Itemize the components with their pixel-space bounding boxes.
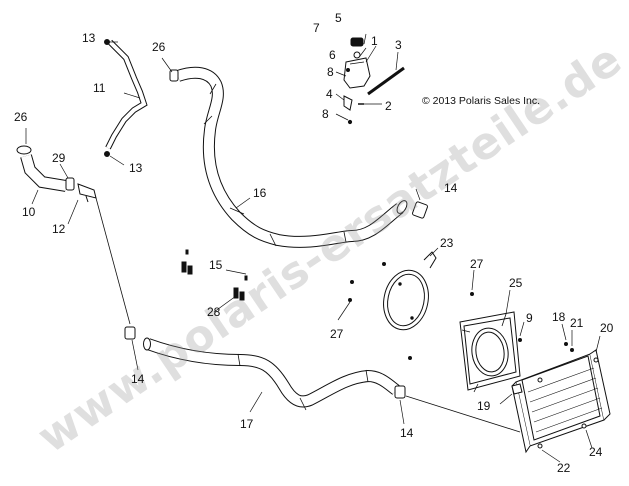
callout-26-left: 26 [14, 110, 28, 124]
fastener-27-a [350, 280, 354, 284]
fitting-12 [77, 183, 97, 203]
clamp-14-upper-right [412, 201, 428, 219]
hose-16 [176, 66, 408, 248]
callout-17: 17 [240, 417, 254, 431]
callout-28: 28 [207, 305, 221, 319]
callout-16: 16 [253, 186, 267, 200]
clamp-26-top [169, 69, 179, 82]
callout-8-upper: 8 [327, 65, 334, 79]
clamp-13-bottom [104, 151, 110, 157]
callout-15: 15 [209, 258, 223, 272]
callout-27-right: 27 [470, 257, 484, 271]
callout-5: 5 [335, 11, 342, 25]
callout-2: 2 [385, 99, 392, 113]
callout-1: 1 [371, 34, 378, 48]
bracket-4 [343, 95, 353, 111]
callout-10: 10 [22, 205, 36, 219]
fastener-18 [564, 342, 568, 346]
callout-6: 6 [329, 48, 336, 62]
fasteners-28 [233, 275, 248, 301]
cap-26-left [16, 145, 32, 155]
callout-14-upper-right: 14 [444, 181, 458, 195]
leader-lines [25, 33, 601, 463]
callout-27-center: 27 [330, 327, 344, 341]
fastener-8-lower [347, 119, 353, 125]
callout-4: 4 [326, 87, 333, 101]
coolant-reservoir [343, 37, 371, 89]
hose-11 [105, 39, 148, 150]
callout-14-lower-left: 14 [131, 372, 145, 386]
callout-24: 24 [589, 445, 603, 459]
copyright-notice: © 2013 Polaris Sales Inc. [422, 95, 541, 107]
callout-13-upper: 13 [82, 31, 96, 45]
cooling-fan [383, 251, 437, 331]
leader-14-radiator [405, 395, 521, 433]
clamp-14-lower-center [394, 385, 406, 399]
callout-25: 25 [509, 276, 523, 290]
callout-23: 23 [440, 236, 454, 250]
fan-shroud [459, 311, 521, 393]
fastener-9 [518, 338, 522, 342]
hose-3 [367, 66, 405, 96]
radiator [511, 349, 611, 454]
callout-9: 9 [526, 311, 533, 325]
callout-11: 11 [93, 81, 106, 95]
clamp-14-lower-left [124, 326, 136, 340]
callout-12: 12 [52, 222, 66, 236]
clamp-29 [65, 177, 75, 191]
fitting-19 [511, 383, 523, 395]
callout-26-top: 26 [152, 40, 166, 54]
callout-7: 7 [313, 21, 320, 35]
fastener-27-b [348, 298, 352, 302]
hose-10 [20, 154, 67, 192]
fastener-27-e [408, 356, 412, 360]
callout-14-lower-center: 14 [400, 426, 414, 440]
fastener-27-c [470, 292, 474, 296]
fastener-24 [581, 423, 587, 429]
callout-13-lower: 13 [129, 161, 143, 175]
fastener-22 [537, 443, 543, 449]
leader-12-14 [95, 197, 131, 325]
fastener-21 [570, 348, 574, 352]
callout-20: 20 [600, 321, 614, 335]
callout-29: 29 [52, 151, 66, 165]
callout-19: 19 [477, 399, 491, 413]
hose-17 [143, 337, 400, 411]
callout-8-lower: 8 [322, 107, 329, 121]
callout-21: 21 [570, 316, 584, 330]
fasteners-15 [181, 249, 193, 275]
callout-3: 3 [395, 38, 402, 52]
fastener-27-d [382, 262, 386, 266]
callout-18: 18 [552, 310, 566, 324]
callout-22: 22 [557, 461, 571, 475]
